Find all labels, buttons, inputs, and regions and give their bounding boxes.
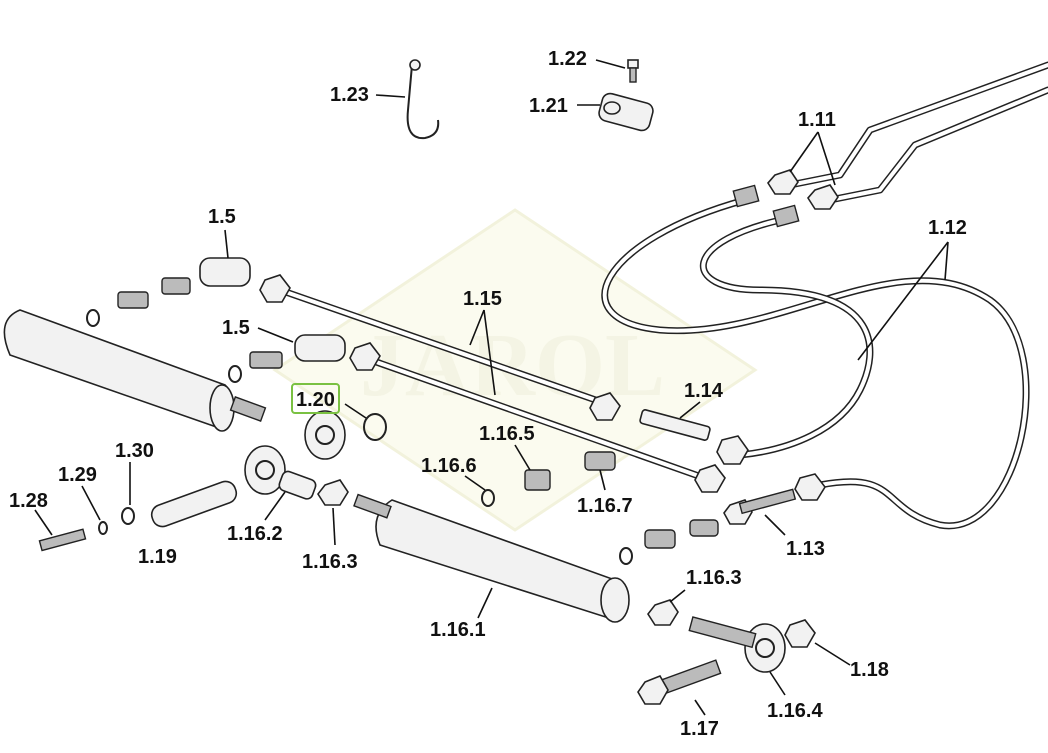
- label-1.21[interactable]: 1.21: [529, 95, 568, 117]
- label-1.17[interactable]: 1.17: [680, 718, 719, 740]
- label-1.16.7[interactable]: 1.16.7: [577, 495, 633, 517]
- hydraulic-hoses: [276, 61, 1048, 530]
- part-labels: 1.22 1.21 1.23 1.11 1.5 1.12 1.15 1.5 1.…: [9, 48, 967, 740]
- label-1.16.5[interactable]: 1.16.5: [479, 423, 535, 445]
- label-1.14[interactable]: 1.14: [684, 380, 724, 402]
- label-1.15[interactable]: 1.15: [463, 288, 502, 310]
- label-1.5-top[interactable]: 1.5: [208, 206, 236, 228]
- label-1.16.3-right[interactable]: 1.16.3: [686, 567, 742, 589]
- label-1.11[interactable]: 1.11: [798, 109, 836, 131]
- leader-lines: [34, 59, 949, 716]
- label-1.20[interactable]: 1.20: [296, 389, 335, 411]
- label-1.16.6[interactable]: 1.16.6: [421, 455, 477, 477]
- label-1.22[interactable]: 1.22: [548, 48, 587, 70]
- label-1.16.1[interactable]: 1.16.1: [430, 619, 486, 641]
- label-1.18[interactable]: 1.18: [850, 659, 889, 681]
- label-1.19[interactable]: 1.19: [138, 546, 177, 568]
- label-1.16.2[interactable]: 1.16.2: [227, 523, 283, 545]
- label-1.12[interactable]: 1.12: [928, 217, 967, 239]
- label-1.13[interactable]: 1.13: [786, 538, 825, 560]
- label-1.16.4[interactable]: 1.16.4: [767, 700, 823, 722]
- o-rings: [86, 257, 719, 565]
- label-1.30[interactable]: 1.30: [115, 440, 154, 462]
- label-1.16.3-left[interactable]: 1.16.3: [302, 551, 358, 573]
- small-parts-top: [406, 59, 654, 140]
- label-1.5-middle[interactable]: 1.5: [222, 317, 250, 339]
- label-1.28[interactable]: 1.28: [9, 490, 48, 512]
- label-1.29[interactable]: 1.29: [58, 464, 97, 486]
- highlight-box-1.20: [291, 383, 340, 414]
- label-1.23[interactable]: 1.23: [330, 84, 369, 106]
- cylinders: [3, 309, 816, 705]
- fittings: [259, 169, 839, 525]
